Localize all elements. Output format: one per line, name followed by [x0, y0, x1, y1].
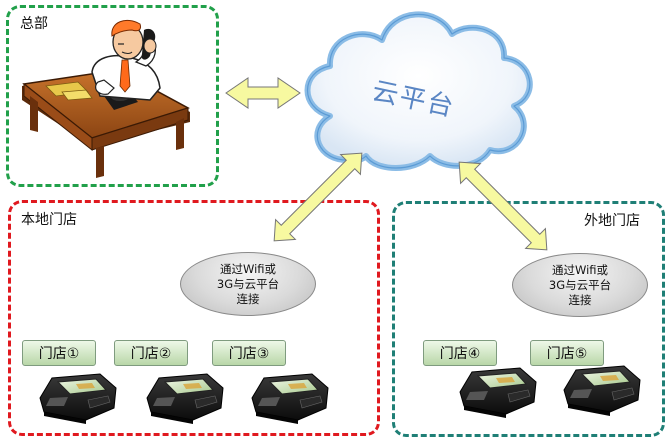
hq-zone: [6, 5, 219, 187]
store-label-4: 门店④: [423, 340, 497, 366]
remote-cloud-arrow: [458, 161, 548, 251]
pos-terminal-5: [563, 365, 641, 417]
remote-connection-note: 通过Wifi或 3G与云平台 连接: [512, 253, 648, 317]
office-worker-on-phone-icon: [22, 20, 190, 178]
pos-terminal-1: [39, 373, 117, 425]
remote-stores-zone: [392, 201, 665, 437]
local-note-line-1: 通过Wifi或: [219, 261, 277, 276]
local-stores-title: 本地门店: [21, 212, 77, 228]
remote-note-line-2: 3G与云平台: [548, 277, 612, 292]
hq-title: 总部: [20, 16, 48, 32]
store-label-5: 门店⑤: [530, 340, 604, 366]
local-note-line-3: 连接: [236, 291, 260, 306]
cloud-icon: [304, 11, 533, 171]
hq-cloud-arrow: [225, 77, 301, 109]
local-connection-note: 通过Wifi或 3G与云平台 连接: [180, 252, 316, 316]
local-stores-zone: [8, 200, 380, 436]
store-label-3: 门店③: [212, 340, 286, 366]
pos-terminal-4: [459, 367, 537, 419]
pos-terminal-2: [146, 373, 224, 425]
remote-stores-title: 外地门店: [584, 213, 640, 229]
local-cloud-arrow: [273, 152, 363, 242]
store-label-2: 门店②: [114, 340, 188, 366]
remote-note-line-1: 通过Wifi或: [551, 262, 609, 277]
local-note-line-2: 3G与云平台: [216, 276, 280, 291]
remote-note-line-3: 连接: [568, 292, 592, 307]
store-label-1: 门店①: [22, 340, 96, 366]
pos-terminal-3: [251, 373, 329, 425]
